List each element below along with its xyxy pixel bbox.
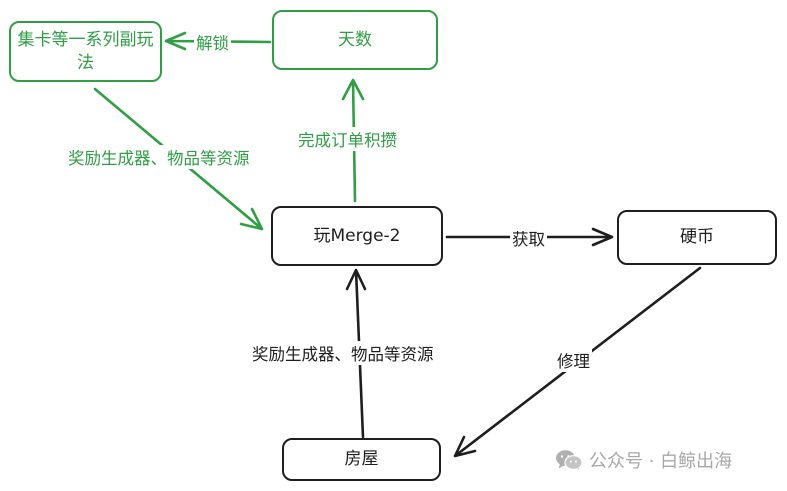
node-play-merge2: 玩Merge-2 <box>271 206 443 266</box>
watermark-text: 公众号 · 白鲸出海 <box>589 451 733 472</box>
node-card-collection: 集卡等一系列副玩法 <box>9 21 162 82</box>
node-coins-label: 硬币 <box>680 227 714 248</box>
watermark: 公众号 · 白鲸出海 <box>555 447 732 473</box>
edge-label-reward-green: 奖励生成器、物品等资源 <box>66 145 252 169</box>
node-house-label: 房屋 <box>344 449 379 470</box>
node-play-merge2-label: 玩Merge-2 <box>313 225 401 246</box>
node-days: 天数 <box>272 10 438 70</box>
node-house: 房屋 <box>282 438 441 481</box>
edge-label-obtain: 获取 <box>510 226 547 250</box>
node-days-label: 天数 <box>338 29 372 50</box>
edge-label-reward-black: 奖励生成器、物品等资源 <box>250 341 436 365</box>
node-card-collection-label: 集卡等一系列副玩法 <box>17 29 154 73</box>
wechat-icon <box>556 450 583 471</box>
edge-label-unlock: 解锁 <box>194 30 231 54</box>
edge-label-repair: 修理 <box>555 348 592 372</box>
node-coins: 硬币 <box>617 210 777 265</box>
edge-label-order: 完成订单积攒 <box>296 127 399 151</box>
